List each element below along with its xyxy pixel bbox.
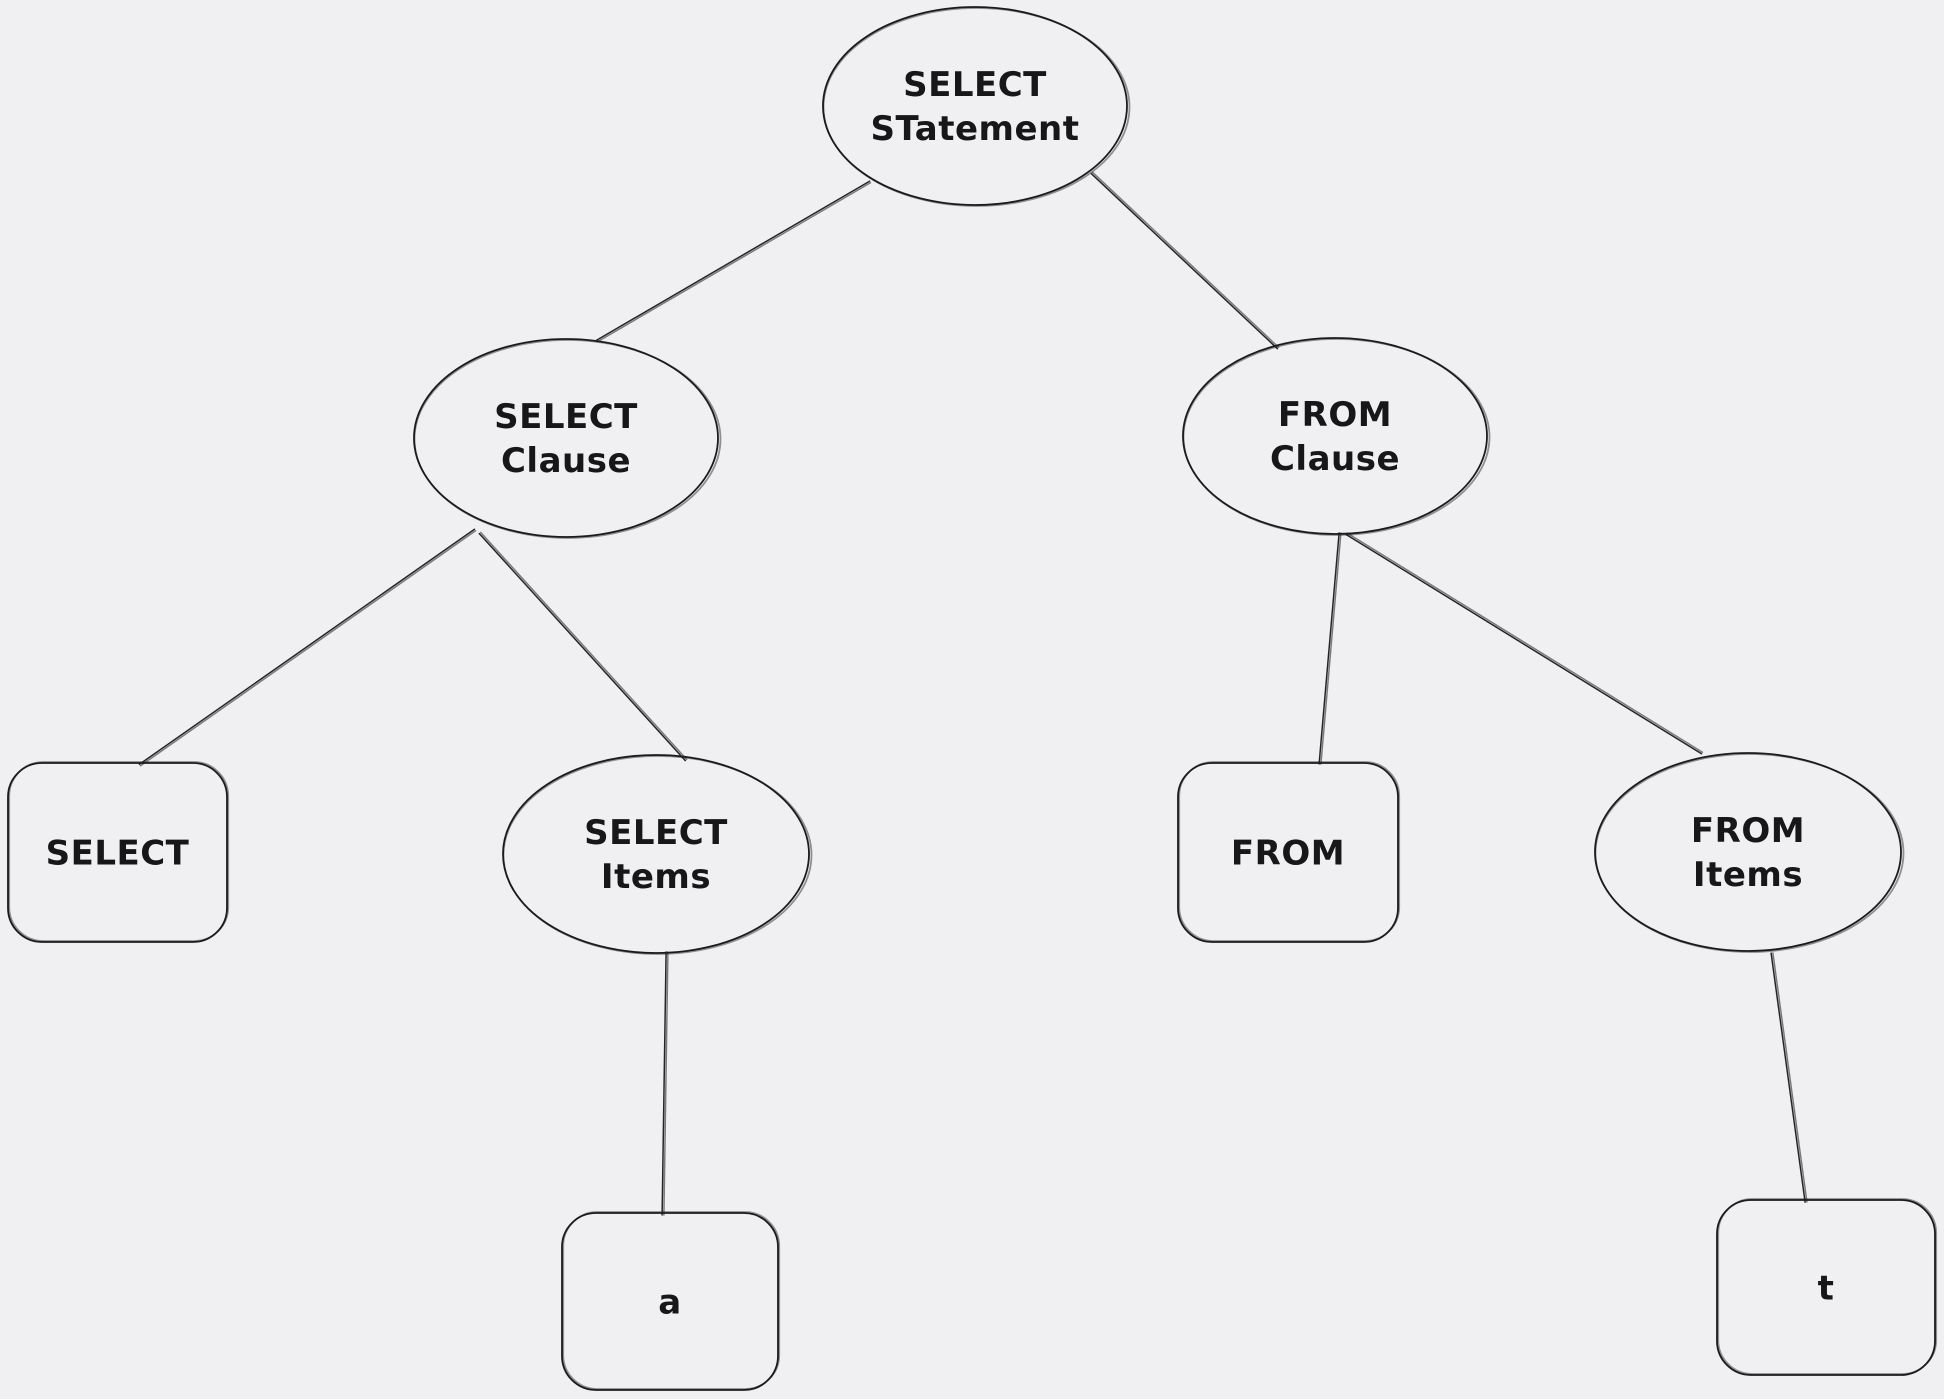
from-items-ellipse xyxy=(1594,752,1902,952)
edge-stroke xyxy=(595,180,871,341)
leaf-a-rect xyxy=(561,1212,779,1391)
leaf-t-rect xyxy=(1716,1199,1936,1376)
edge-stroke xyxy=(596,182,872,343)
select-statement-ellipse xyxy=(822,6,1128,206)
select-items-ellipse xyxy=(502,755,813,955)
edge-stroke xyxy=(663,951,669,1216)
select-items-ellipse xyxy=(502,754,810,954)
edge-stroke xyxy=(1345,534,1703,755)
edge-from-items-leaf-t xyxy=(1770,952,1808,1203)
edge-select-clause-select-items xyxy=(478,531,688,762)
edge-stroke xyxy=(1091,171,1280,349)
edge-layer xyxy=(138,171,1808,1216)
select-keyword-rect xyxy=(7,762,228,943)
select-statement-ellipse xyxy=(822,7,1131,207)
from-items-ellipse xyxy=(1594,753,1905,953)
leaf-t-label: t xyxy=(1818,1268,1835,1308)
node-select-keyword: SELECT xyxy=(7,761,230,943)
edge-from-clause-from-items xyxy=(1345,532,1704,755)
from-keyword-label: FROM xyxy=(1231,833,1345,873)
node-leaf-a: a xyxy=(561,1211,781,1391)
edge-stroke xyxy=(1090,172,1279,350)
leaf-a-rect xyxy=(562,1211,781,1390)
edge-stroke xyxy=(478,532,687,762)
edge-from-clause-from-keyword xyxy=(1318,532,1342,765)
edge-select-statement-from-clause xyxy=(1090,171,1280,350)
node-from-keyword: FROM xyxy=(1177,761,1401,943)
select-clause-ellipse xyxy=(413,339,722,539)
edge-stroke xyxy=(139,529,477,767)
from-clause-ellipse xyxy=(1182,337,1488,535)
edge-select-clause-select-keyword xyxy=(138,528,477,767)
node-leaf-t: t xyxy=(1716,1198,1938,1376)
edge-stroke xyxy=(479,531,688,761)
select-keyword-label: SELECT xyxy=(46,833,190,873)
edge-stroke xyxy=(1318,532,1340,765)
edge-stroke xyxy=(661,951,667,1216)
edge-stroke xyxy=(1772,952,1808,1203)
edge-stroke xyxy=(1320,532,1342,765)
edge-select-items-leaf-a xyxy=(661,951,669,1216)
edge-stroke xyxy=(1346,532,1704,753)
from-clause-ellipse xyxy=(1182,338,1491,536)
select-clause-ellipse xyxy=(413,338,719,538)
leaf-t-rect xyxy=(1717,1198,1938,1375)
select-keyword-rect xyxy=(8,761,230,942)
edge-stroke xyxy=(1770,952,1806,1203)
edge-select-statement-select-clause xyxy=(595,180,872,343)
from-keyword-rect xyxy=(1178,761,1401,942)
from-keyword-rect xyxy=(1177,762,1399,943)
edge-stroke xyxy=(138,528,476,766)
leaf-a-label: a xyxy=(658,1282,681,1322)
